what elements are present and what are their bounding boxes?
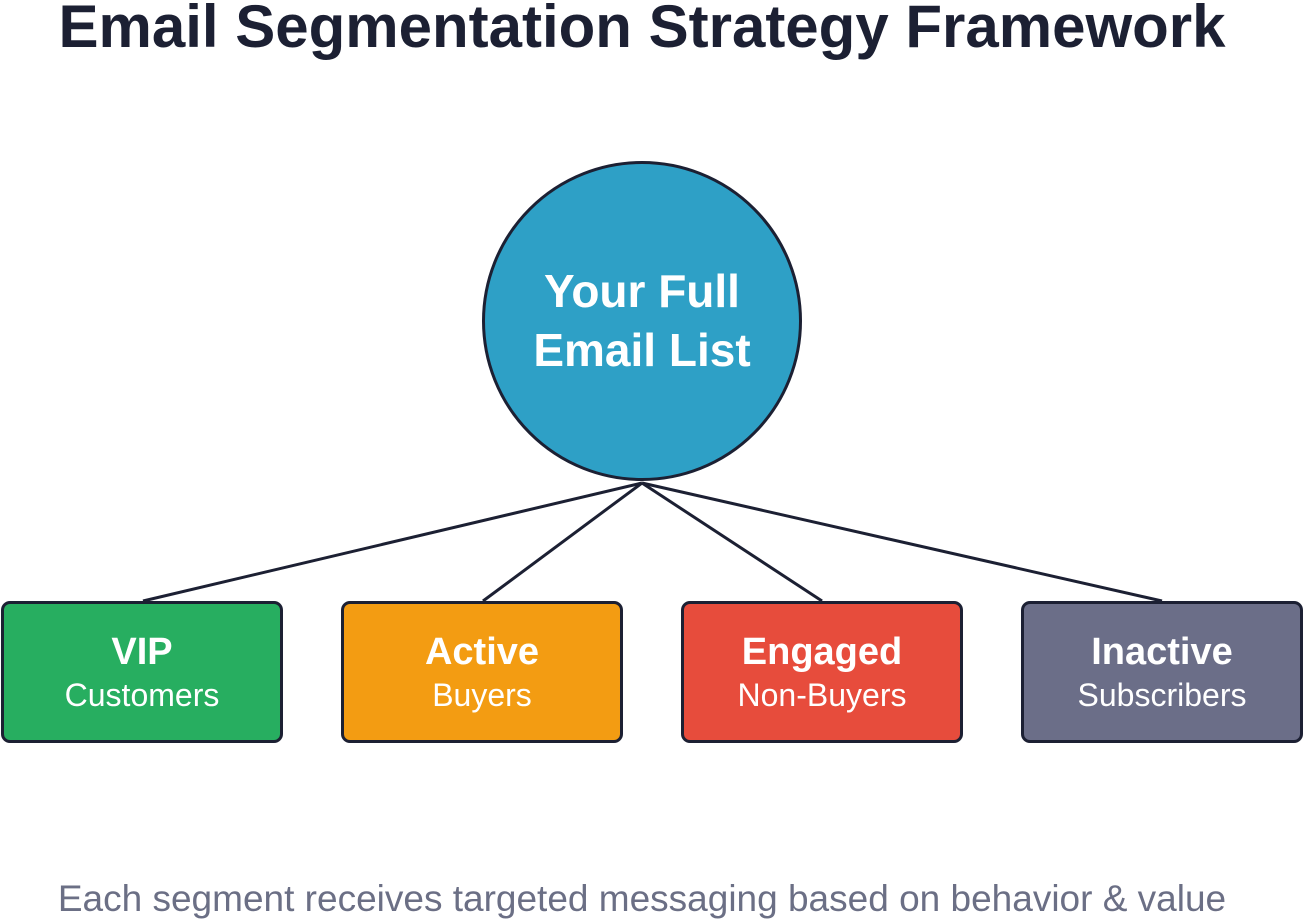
segment-vip-title: VIP: [111, 631, 173, 673]
segment-active-title: Active: [424, 631, 540, 673]
segment-active: Active Buyers: [341, 601, 623, 743]
footer-caption: Each segment receives targeted messaging…: [57, 878, 1227, 919]
connector-vip: [142, 481, 643, 603]
segment-active-subtitle: Buyers: [432, 677, 532, 713]
root-node-label-line2: Email List: [533, 324, 751, 376]
segment-inactive-subtitle: Subscribers: [1077, 677, 1247, 713]
segment-engaged-title: Engaged: [741, 631, 903, 673]
segment-vip-subtitle: Customers: [64, 677, 220, 713]
connector-active: [482, 481, 643, 603]
connector-engaged: [641, 481, 823, 603]
segment-engaged: Engaged Non-Buyers: [681, 601, 963, 743]
connector-inactive: [641, 481, 1163, 603]
root-node-label-line1: Your Full: [544, 265, 740, 317]
segment-engaged-subtitle: Non-Buyers: [737, 677, 907, 713]
segment-inactive-title: Inactive: [1091, 631, 1233, 673]
segment-inactive: Inactive Subscribers: [1021, 601, 1303, 743]
root-node-full-email-list: Your Full Email List: [482, 161, 802, 481]
segment-vip: VIP Customers: [1, 601, 283, 743]
page-title: Email Segmentation Strategy Framework: [58, 0, 1226, 60]
